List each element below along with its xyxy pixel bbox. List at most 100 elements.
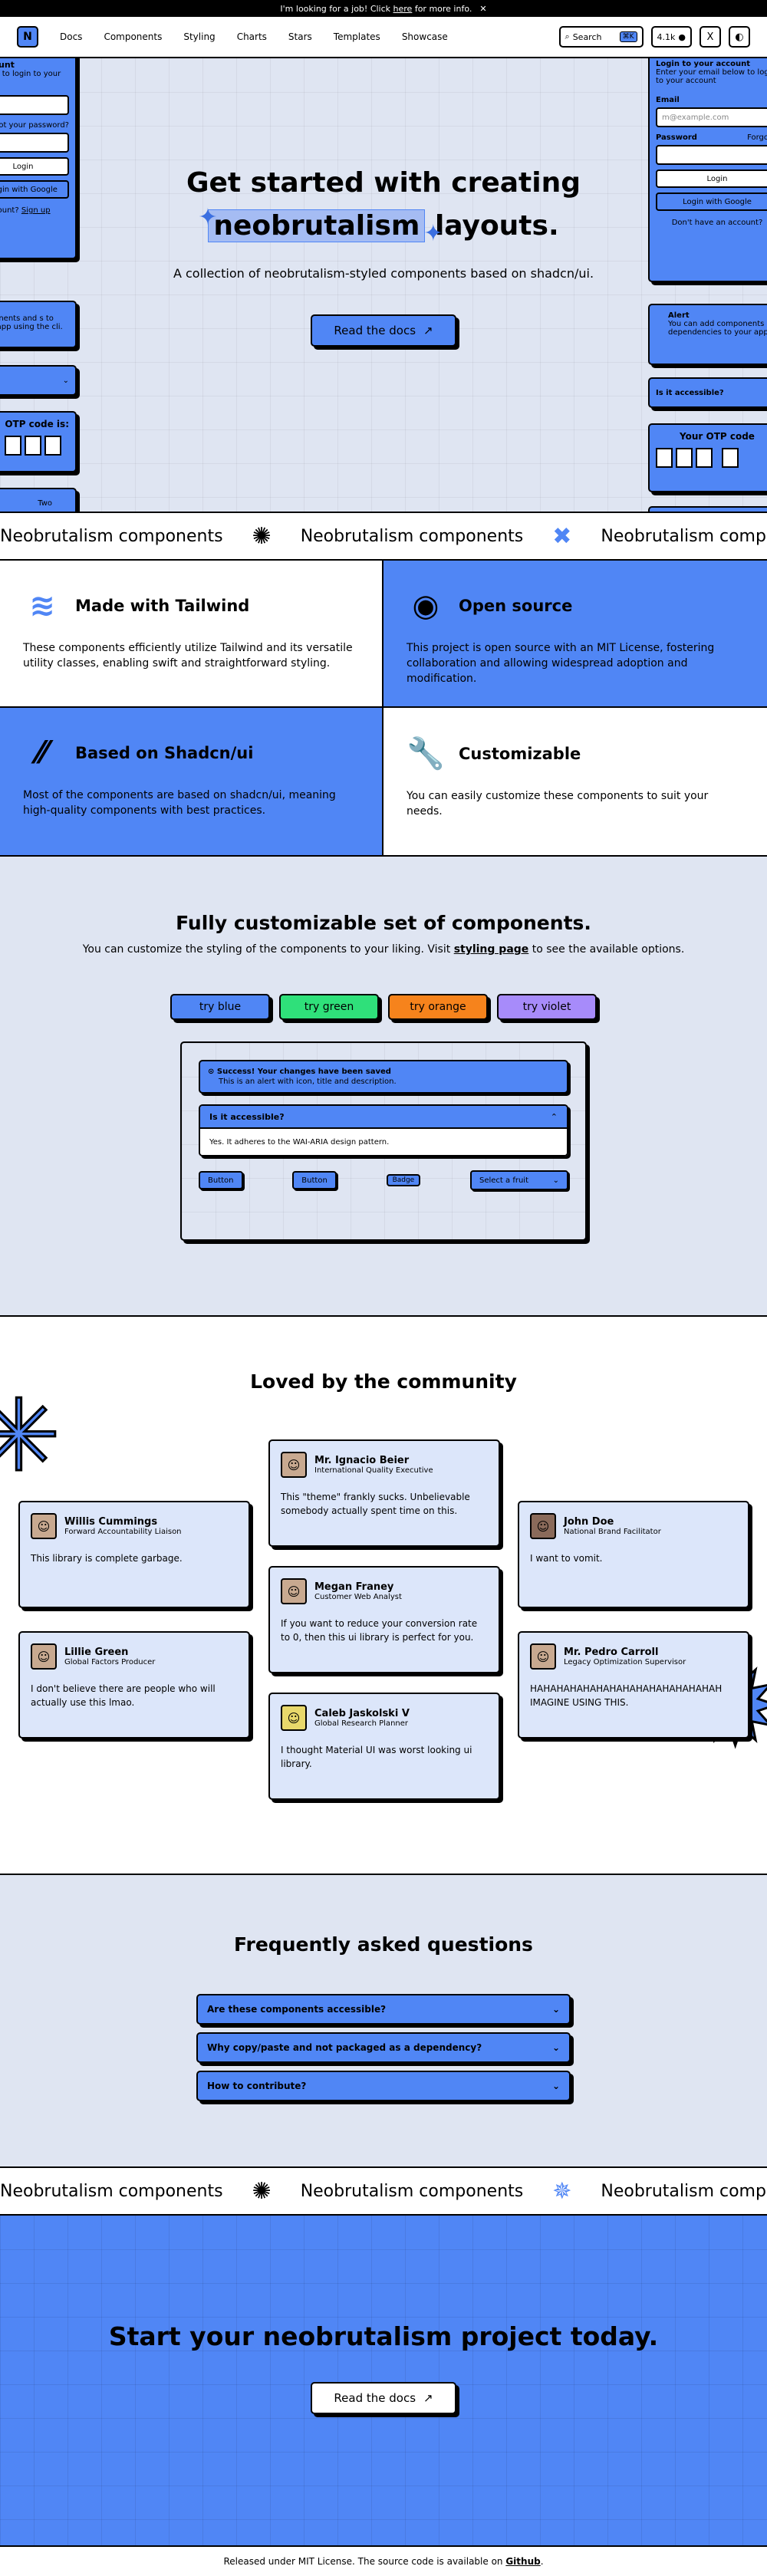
- faq-item[interactable]: Why copy/paste and not packaged as a dep…: [196, 2032, 571, 2063]
- nav-showcase[interactable]: Showcase: [401, 31, 448, 42]
- section-subtitle: You can customize the styling of the com…: [82, 943, 685, 956]
- banner-link[interactable]: here: [393, 3, 413, 14]
- password-field[interactable]: [656, 145, 767, 165]
- try-orange-button[interactable]: try orange: [388, 994, 488, 1020]
- try-green-button[interactable]: try green: [279, 994, 379, 1020]
- review-text: HAHAHAHAHAHAHAHAHAHAHAHAHAHAH IMAGINE US…: [530, 1683, 723, 1708]
- x-icon[interactable]: X: [700, 26, 721, 48]
- features-grid: ≋Made with Tailwind These components eff…: [0, 561, 767, 857]
- asterisk-decoration-icon: ✳: [0, 1385, 61, 1487]
- nav-styling[interactable]: Styling: [183, 31, 216, 42]
- logo[interactable]: N: [17, 26, 38, 48]
- otp-title: Your OTP code: [680, 431, 755, 442]
- chevron-up-icon: ⌃: [550, 1111, 558, 1122]
- reviewer-name: Willis Cummings: [64, 1516, 158, 1528]
- read-docs-button[interactable]: Read the docs↗: [311, 2382, 456, 2414]
- reviewer-role: Global Research Planner: [314, 1719, 409, 1728]
- styling-page-link[interactable]: styling page: [453, 943, 529, 956]
- check-circle-icon: ⊙: [208, 1068, 215, 1076]
- avatar: ☺: [530, 1513, 556, 1539]
- nav-charts[interactable]: Charts: [236, 31, 267, 42]
- feature-title: Open source: [459, 597, 573, 615]
- nav-stars[interactable]: Stars: [288, 31, 312, 42]
- tabs-left[interactable]: Two: [0, 488, 77, 512]
- hero-subtitle: A collection of neobrutalism-styled comp…: [173, 266, 594, 281]
- review-text: I want to vomit.: [530, 1553, 603, 1564]
- fruit-select[interactable]: Select a fruit⌄: [470, 1170, 568, 1190]
- search-icon: ⌕: [565, 31, 570, 41]
- alert-card-right: Alert You can add components dependencie…: [648, 304, 767, 365]
- forgot-password-link[interactable]: Forgot your password?: [0, 121, 69, 130]
- section-title: Fully customizable set of components.: [176, 912, 591, 934]
- try-blue-button[interactable]: try blue: [170, 994, 270, 1020]
- try-violet-button[interactable]: try violet: [497, 994, 597, 1020]
- read-docs-button[interactable]: Read the docs↗: [311, 314, 456, 347]
- github-icon: ●: [678, 31, 686, 42]
- demo-button[interactable]: Button: [199, 1171, 243, 1189]
- top-banner: I'm looking for a job! Click here for mo…: [0, 0, 767, 17]
- forgot-password-link[interactable]: Forgot y: [747, 133, 767, 142]
- github-button[interactable]: 4.1k ●: [650, 26, 692, 48]
- email-field[interactable]: om: [0, 95, 69, 115]
- chevron-down-icon: ⌄: [551, 2081, 560, 2091]
- demo-button[interactable]: Button: [292, 1171, 337, 1189]
- alert-text: This is an alert with icon, title and de…: [219, 1077, 397, 1086]
- otp-input[interactable]: [656, 448, 767, 468]
- close-icon[interactable]: ✕: [479, 3, 487, 14]
- marquee-text: Neobrutalism components: [0, 526, 223, 546]
- password-row: PasswordForgot y: [656, 133, 767, 142]
- faq-item[interactable]: How to contribute?⌄: [196, 2071, 571, 2101]
- theme-toggle-icon[interactable]: ◐: [729, 26, 750, 48]
- marquee: Neobrutalism components ✺ Neobrutalism c…: [0, 513, 767, 561]
- feature-title: Customizable: [459, 744, 581, 763]
- success-alert: ⊙ Success! Your changes have been saved …: [199, 1060, 568, 1094]
- accordion-right[interactable]: Is it accessible?: [648, 377, 767, 408]
- google-login-button[interactable]: Login with Google: [656, 192, 767, 211]
- nav-templates[interactable]: Templates: [333, 31, 380, 42]
- chevron-down-icon: ⌄: [552, 1176, 559, 1185]
- login-desc: Enter your email below to login to your …: [656, 68, 767, 85]
- spiral-icon: ✵: [552, 2177, 572, 2205]
- login-button[interactable]: Login: [656, 169, 767, 188]
- community-section: Loved by the community ✳ ✹ ☺Willis Cummi…: [0, 1317, 767, 1875]
- accordion-left[interactable]: ? ⌄: [0, 365, 77, 396]
- signup-text: n account? Sign up: [0, 206, 51, 215]
- avatar: ☺: [281, 1578, 307, 1604]
- feature-tailwind: ≋Made with Tailwind These components eff…: [0, 561, 384, 708]
- google-login-button[interactable]: Login with Google: [0, 180, 69, 199]
- demo-controls: Button Button Badge Select a fruit⌄: [199, 1170, 568, 1190]
- reviewer-name: Caleb Jaskolski V: [314, 1708, 410, 1719]
- signup-text: Don't have an account?: [671, 219, 763, 227]
- customizable-section: Fully customizable set of components. Yo…: [0, 857, 767, 1317]
- review-text: I don't believe there are people who wil…: [31, 1683, 216, 1708]
- hero-section: account below to login to your om Forgot…: [0, 58, 767, 513]
- reviewer-role: Customer Web Analyst: [314, 1593, 402, 1601]
- login-button[interactable]: Login: [0, 157, 69, 176]
- signup-link[interactable]: Sign up: [21, 206, 51, 215]
- email-field[interactable]: m@example.com: [656, 107, 767, 127]
- tab-two[interactable]: Two: [38, 498, 52, 508]
- avatar: ☺: [31, 1513, 57, 1539]
- accordion-trigger[interactable]: Is it accessible?⌃: [200, 1106, 567, 1129]
- search-button[interactable]: ⌕ Search ⌘K: [558, 26, 644, 48]
- tabs-right[interactable]: [648, 506, 767, 512]
- login-title: account: [0, 60, 15, 70]
- avatar: ☺: [31, 1643, 57, 1670]
- faq-section: Frequently asked questions Are these com…: [0, 1875, 767, 2168]
- otp-input[interactable]: [0, 436, 69, 456]
- otp-card-right: Your OTP code: [648, 423, 767, 492]
- chevron-down-icon: ⌄: [551, 2004, 560, 2015]
- alert-text: You can add components dependencies to y…: [668, 320, 767, 337]
- nav-components[interactable]: Components: [104, 31, 163, 42]
- sparkle-icon: ✦: [423, 220, 443, 247]
- open-source-icon: ◉: [412, 588, 439, 623]
- sparkle-icon: ✦: [198, 204, 218, 231]
- faq-item[interactable]: Are these components accessible?⌄: [196, 1994, 571, 2025]
- github-link[interactable]: Github: [505, 2556, 541, 2567]
- password-field[interactable]: [0, 133, 69, 153]
- marquee-text: Neobrutalism components: [300, 526, 524, 546]
- component-demo: ⊙ Success! Your changes have been saved …: [180, 1041, 587, 1241]
- nav-docs[interactable]: Docs: [60, 31, 83, 42]
